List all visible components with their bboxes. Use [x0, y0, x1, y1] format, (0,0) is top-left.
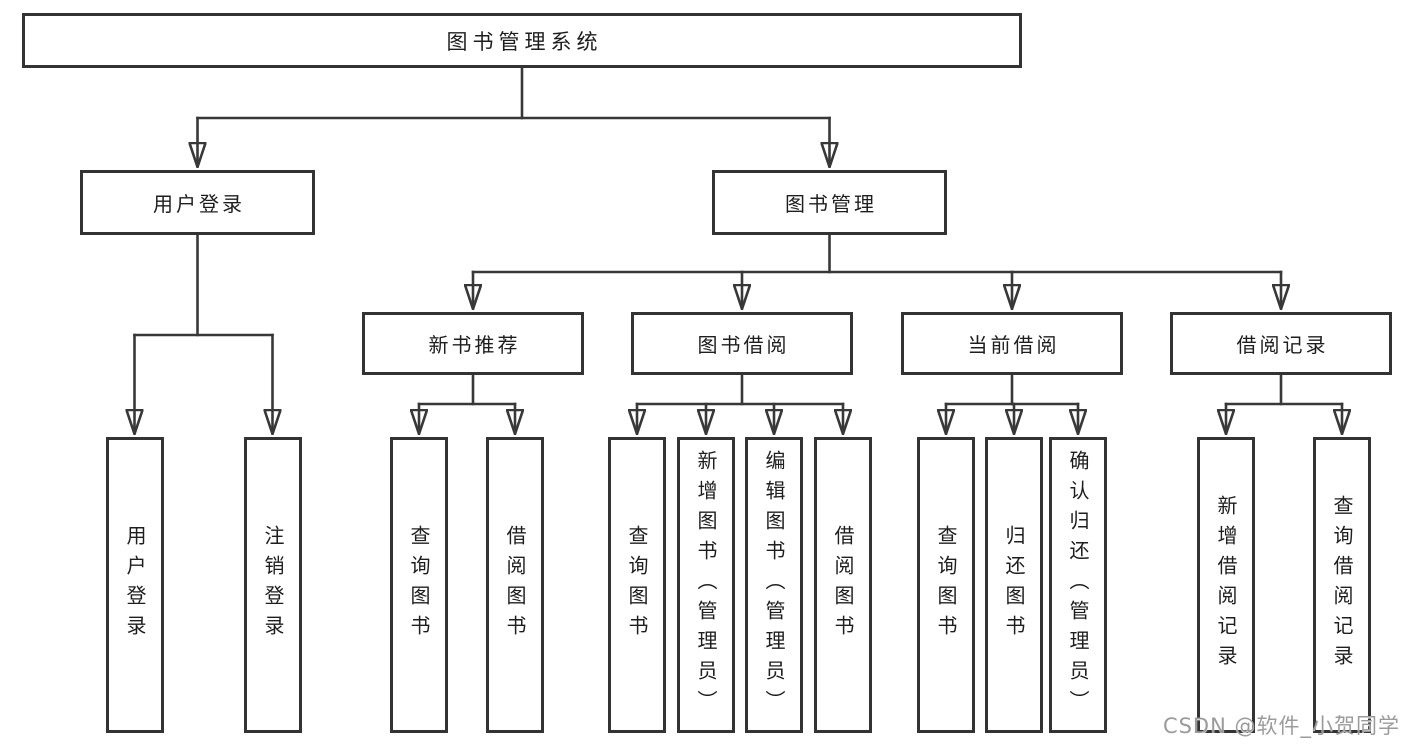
node-leaf-add-borrow-record-label: 新增借阅记录: [1214, 495, 1238, 675]
node-leaf-user-login-label: 用户登录: [123, 525, 147, 645]
node-leaf-edit-books-admin: 编辑图书（管理员）: [745, 437, 803, 733]
node-book-management: 图书管理: [712, 170, 947, 235]
node-leaf-borrow-books-recommend: 借阅图书: [486, 437, 544, 733]
node-leaf-add-books-admin-label: 新增图书（管理员）: [694, 450, 718, 720]
node-leaf-add-borrow-record: 新增借阅记录: [1197, 437, 1255, 733]
node-borrow-records-label: 借阅记录: [1236, 333, 1329, 357]
node-leaf-logout-label: 注销登录: [261, 525, 285, 645]
node-leaf-user-login: 用户登录: [106, 437, 164, 733]
node-leaf-add-books-admin: 新增图书（管理员）: [677, 437, 735, 733]
node-leaf-edit-books-admin-label: 编辑图书（管理员）: [762, 450, 786, 720]
node-leaf-borrow-books-recommend-label: 借阅图书: [503, 525, 527, 645]
node-library-management-system: 图书管理系统: [22, 13, 1022, 68]
node-book-borrow-label: 图书借阅: [697, 333, 790, 357]
csdn-watermark: CSDN @软件_小贺同学: [1162, 714, 1400, 738]
node-borrow-records: 借阅记录: [1170, 312, 1392, 375]
node-new-book-recommend-label: 新书推荐: [428, 333, 521, 357]
node-library-management-system-label: 图书管理系统: [446, 29, 603, 54]
node-leaf-query-books-borrow-label: 查询图书: [625, 525, 649, 645]
node-user-login: 用户登录: [80, 170, 315, 235]
node-leaf-query-borrow-record: 查询借阅记录: [1313, 437, 1371, 733]
node-leaf-return-books-label: 归还图书: [1002, 525, 1026, 645]
node-leaf-borrow-books: 借阅图书: [814, 437, 872, 733]
node-leaf-query-books-current-label: 查询图书: [934, 525, 958, 645]
node-new-book-recommend: 新书推荐: [362, 312, 584, 375]
node-leaf-query-borrow-record-label: 查询借阅记录: [1330, 495, 1354, 675]
node-leaf-confirm-return-admin-label: 确认归还（管理员）: [1066, 450, 1090, 720]
node-leaf-query-books-recommend-label: 查询图书: [407, 525, 431, 645]
node-leaf-logout: 注销登录: [244, 437, 302, 733]
node-book-borrow: 图书借阅: [631, 312, 853, 375]
node-leaf-query-books-recommend: 查询图书: [390, 437, 448, 733]
node-current-borrow-label: 当前借阅: [967, 333, 1060, 357]
node-book-management-label: 图书管理: [785, 192, 877, 216]
node-user-login-label: 用户登录: [153, 192, 245, 216]
node-leaf-return-books: 归还图书: [985, 437, 1043, 733]
node-leaf-borrow-books-label: 借阅图书: [831, 525, 855, 645]
node-leaf-query-books-current: 查询图书: [917, 437, 975, 733]
node-leaf-query-books-borrow: 查询图书: [608, 437, 666, 733]
node-current-borrow: 当前借阅: [901, 312, 1123, 375]
node-leaf-confirm-return-admin: 确认归还（管理员）: [1049, 437, 1107, 733]
